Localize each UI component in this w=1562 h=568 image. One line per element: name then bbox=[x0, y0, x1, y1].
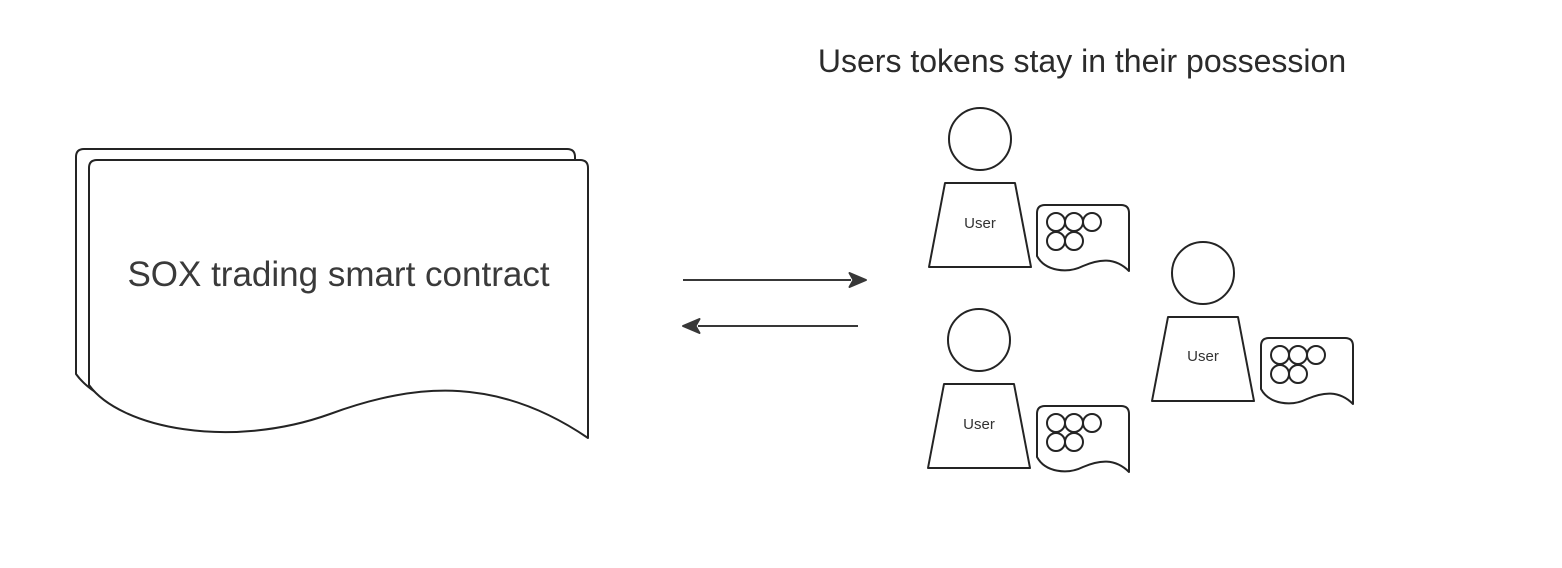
token-coin-icon bbox=[1270, 345, 1290, 365]
token-coin-icon bbox=[1082, 212, 1102, 232]
token-sheet-icon-3 bbox=[1260, 337, 1354, 405]
token-coin-icon bbox=[1288, 364, 1308, 384]
diagram-title: Users tokens stay in their possession bbox=[817, 43, 1347, 79]
token-coin-icon bbox=[1064, 432, 1084, 452]
token-coin-icon bbox=[1064, 231, 1084, 251]
person-body-icon bbox=[928, 182, 1032, 268]
user-label-3: User bbox=[1187, 348, 1219, 365]
user-label-2: User bbox=[963, 416, 995, 433]
person-head-icon bbox=[948, 107, 1012, 171]
arrow-right-icon bbox=[683, 272, 867, 288]
person-head-icon bbox=[947, 308, 1011, 372]
token-sheet-icon-1 bbox=[1036, 204, 1130, 272]
token-coin-icon bbox=[1306, 345, 1326, 365]
person-head-icon bbox=[1171, 241, 1235, 305]
token-coin-icon bbox=[1046, 413, 1066, 433]
user-figure-2 bbox=[927, 308, 1031, 469]
token-coin-icon bbox=[1082, 413, 1102, 433]
token-coin-icon bbox=[1064, 413, 1084, 433]
token-coin-icon bbox=[1288, 345, 1308, 365]
token-coin-icon bbox=[1046, 432, 1066, 452]
token-coin-icon bbox=[1064, 212, 1084, 232]
person-body-icon bbox=[1151, 316, 1255, 402]
token-coin-icon bbox=[1046, 231, 1066, 251]
user-figure-1 bbox=[928, 107, 1032, 268]
smart-contract-label: SOX trading smart contract bbox=[127, 255, 550, 294]
arrow-right-head bbox=[848, 272, 867, 288]
arrow-left-head bbox=[682, 318, 701, 334]
token-coin-icon bbox=[1270, 364, 1290, 384]
token-sheet-icon-2 bbox=[1036, 405, 1130, 473]
user-label-1: User bbox=[964, 215, 996, 232]
token-coin-icon bbox=[1046, 212, 1066, 232]
document-front-page bbox=[88, 159, 589, 439]
user-figure-3 bbox=[1151, 241, 1255, 402]
arrow-left-icon bbox=[682, 318, 858, 334]
person-body-icon bbox=[927, 383, 1031, 469]
smart-contract-document-icon bbox=[75, 148, 589, 439]
